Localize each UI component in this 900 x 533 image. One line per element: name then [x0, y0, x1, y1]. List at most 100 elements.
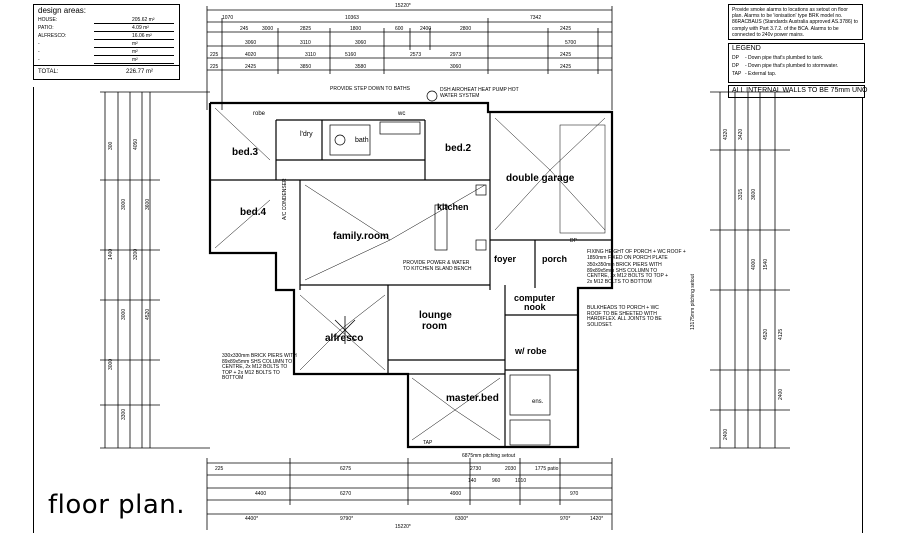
dim-top-row3: 2400	[420, 26, 432, 32]
dim-bottom-row3: 4900	[450, 491, 462, 497]
annotation-heat-pump: DSH AIROHEAT HEAT PUMP HOT WATER SYSTEM	[440, 87, 519, 99]
dim-bottom-row2: 1010	[515, 478, 527, 484]
dimension-lines-top	[206, 6, 613, 110]
total-value: 226.77 m²	[126, 69, 154, 75]
room-bath: bath	[355, 137, 369, 144]
walls-note: ALL INTERNAL WALLS TO BE 75mm UNO	[728, 85, 868, 98]
dim-right: 3600	[751, 188, 757, 200]
design-area-underline	[94, 31, 174, 32]
smoke-alarm-text: Provide smoke alarms to locations as set…	[732, 7, 858, 38]
right-border	[862, 87, 863, 533]
legend-box: LEGEND DP- Down pipe that's plumbed to t…	[728, 43, 865, 83]
annotation-step-down: PROVIDE STEP DOWN TO BATHS	[330, 86, 410, 92]
dimension-lines-bottom	[206, 458, 613, 530]
dim-left: 3000	[121, 308, 127, 320]
dim-right: 4520	[763, 328, 769, 340]
room-wc: wc	[398, 111, 406, 117]
room-porch: porch	[542, 254, 568, 264]
internal-walls	[210, 112, 612, 447]
design-area-name: PATIO:	[38, 25, 54, 31]
dim-bottom-row3: 970	[570, 491, 579, 497]
design-area-underline	[94, 39, 174, 40]
room-bed-4: bed.4	[240, 207, 267, 218]
dim-top-row3: 2825	[300, 26, 312, 32]
dim-bottom-row3: 4400	[255, 491, 267, 497]
design-area-name: HOUSE:	[38, 17, 58, 23]
room-ensuite: ens.	[532, 399, 544, 405]
design-area-name: -	[38, 41, 40, 47]
walls-note-text: ALL INTERNAL WALLS TO BE 75mm UNO	[732, 87, 868, 94]
room-alfresco: alfresco	[325, 333, 364, 344]
room-foyer: foyer	[494, 254, 517, 264]
dim-bottom-row4: 4400*	[245, 516, 259, 522]
dim-top-row4: 3060	[355, 40, 367, 46]
dim-top-row3: 600	[395, 26, 404, 32]
total-label: TOTAL:	[38, 69, 59, 75]
legend-text: - Down pipe that's plumbed to stormwater…	[745, 63, 839, 69]
dim-top-row3: 2800	[460, 26, 472, 32]
dim-top-row6: 3060	[450, 64, 462, 70]
dim-right: 4000	[751, 258, 757, 270]
dim-bottom-row4: 970*	[560, 516, 571, 522]
room-lounge-2: room	[422, 321, 447, 332]
dim-top-row2: 1070	[222, 15, 234, 21]
dim-bottom-row1: 6275	[340, 466, 352, 472]
room-computer: computer	[514, 293, 556, 303]
dim-left: 1400	[108, 248, 114, 260]
dim-right: 4320	[723, 128, 729, 140]
dim-right: 1540	[763, 258, 769, 270]
dim-left: 4520	[145, 308, 151, 320]
dim-right: 3315	[738, 188, 744, 200]
annotation-kitchen-power: PROVIDE POWER & WATER TO KITCHEN ISLAND …	[403, 260, 472, 272]
dim-top-row3: 245	[240, 26, 249, 32]
legend-symbol: DP	[732, 55, 739, 61]
room-robe: robe	[253, 111, 266, 117]
dim-top-row6: 2425	[245, 64, 257, 70]
room-bed-3: bed.3	[232, 147, 259, 158]
room-master-bed: master.bed	[446, 393, 499, 404]
dim-left: 3300	[121, 408, 127, 420]
design-areas-heading: design areas:	[38, 6, 87, 15]
room-walk-in-robe: w/ robe	[515, 346, 547, 356]
dim-top-row5: 2425	[560, 52, 572, 58]
room-lounge: lounge	[419, 310, 452, 321]
dim-top-row5: 2973	[450, 52, 462, 58]
annotation-pitching-front: 6875mm pitching setout	[462, 453, 516, 459]
room-nook: nook	[524, 302, 546, 312]
design-area-value: 205.62 m²	[132, 17, 155, 23]
dim-bottom-row1: 2730	[470, 466, 482, 472]
annotation-brick-piers: 350x350mm BRICK PIERS WITH 89x89x5mm SHS…	[587, 262, 669, 285]
dim-left: 4050	[133, 138, 139, 150]
dim-top-row4: 3060	[245, 40, 257, 46]
dim-bottom-row1: 1775 patio	[535, 466, 559, 472]
dim-top-overall: 15220*	[395, 3, 411, 9]
dim-top-row3: 3000	[262, 26, 274, 32]
legend-heading: LEGEND	[732, 45, 761, 52]
design-area-name: -	[38, 49, 40, 55]
dim-right: 4125	[778, 328, 784, 340]
dim-bottom-overall: 15220*	[395, 524, 411, 530]
dim-top-row5: 4020	[245, 52, 257, 58]
total-divider	[34, 65, 179, 66]
dim-bottom-row4: 9790*	[340, 516, 354, 522]
room-double-garage: double garage	[506, 173, 575, 184]
dim-top-row6: 3850	[300, 64, 312, 70]
roof-hip-lines	[214, 107, 606, 441]
dim-top-row5: 5160	[345, 52, 357, 58]
annotation-brick-piers-alfresco: 330x330mm BRICK PIERS WITH 89x89x5mm SHS…	[222, 353, 297, 381]
design-area-underline	[94, 63, 174, 64]
annotation-fixing-height: FIXING HEIGHT OF PORCH + WC ROOF + 1850m…	[587, 249, 686, 261]
dim-left: 3200	[133, 248, 139, 260]
dim-bottom-row3: 6270	[340, 491, 352, 497]
dim-left: 3600	[145, 198, 151, 210]
legend-symbol: TAP	[732, 71, 742, 77]
design-area-name: -	[38, 57, 40, 63]
dim-bottom-row2: 960	[492, 478, 501, 484]
design-area-value: m²	[132, 49, 138, 55]
design-area-name: ALFRESCO:	[38, 33, 67, 39]
dim-top-row3: 1800	[350, 26, 362, 32]
dim-left: 3000	[108, 358, 114, 370]
design-area-value: m²	[132, 41, 138, 47]
